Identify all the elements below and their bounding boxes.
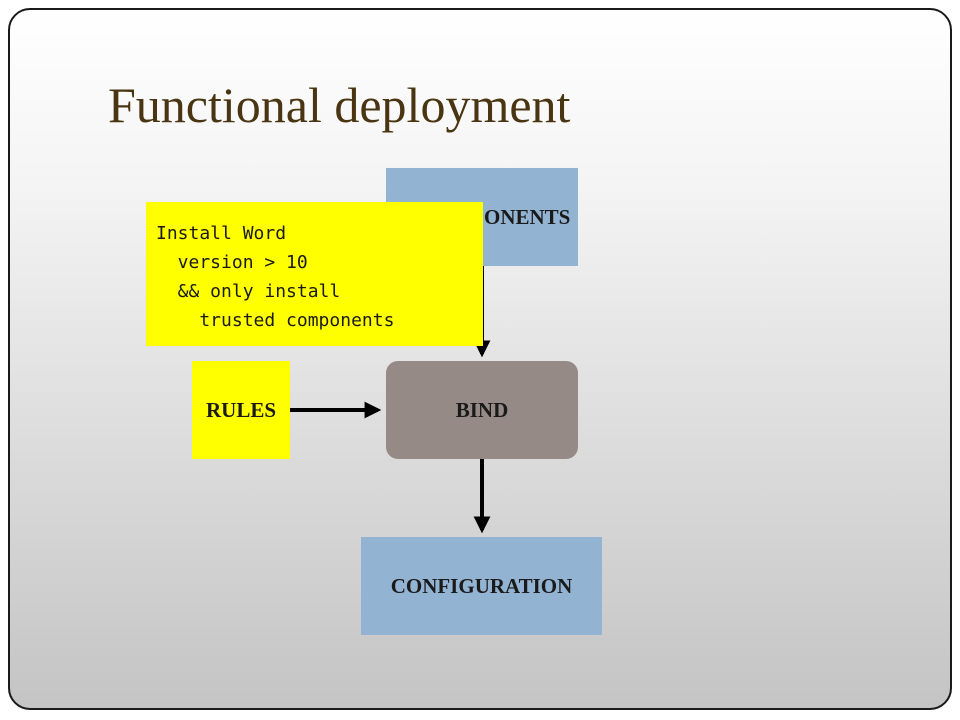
note-line: version > 10 xyxy=(156,252,308,273)
components-label: ONENTS xyxy=(484,204,571,229)
bind-label: BIND xyxy=(455,397,509,422)
rules-label: RULES xyxy=(205,397,277,422)
note-line: && only install xyxy=(156,281,341,302)
install-rule-note: Install Word version > 10 && only instal… xyxy=(146,202,483,346)
configuration-label: CONFIGURATION xyxy=(390,573,573,598)
rules-box: RULES xyxy=(192,361,290,459)
configuration-box: CONFIGURATION xyxy=(361,537,602,635)
slide: Functional deployment ONENTS BIND RULES … xyxy=(8,8,952,710)
note-line: trusted components xyxy=(156,310,395,331)
slide-title: Functional deployment xyxy=(108,77,571,133)
note-line: Install Word xyxy=(156,223,287,244)
bind-box: BIND xyxy=(386,361,578,459)
